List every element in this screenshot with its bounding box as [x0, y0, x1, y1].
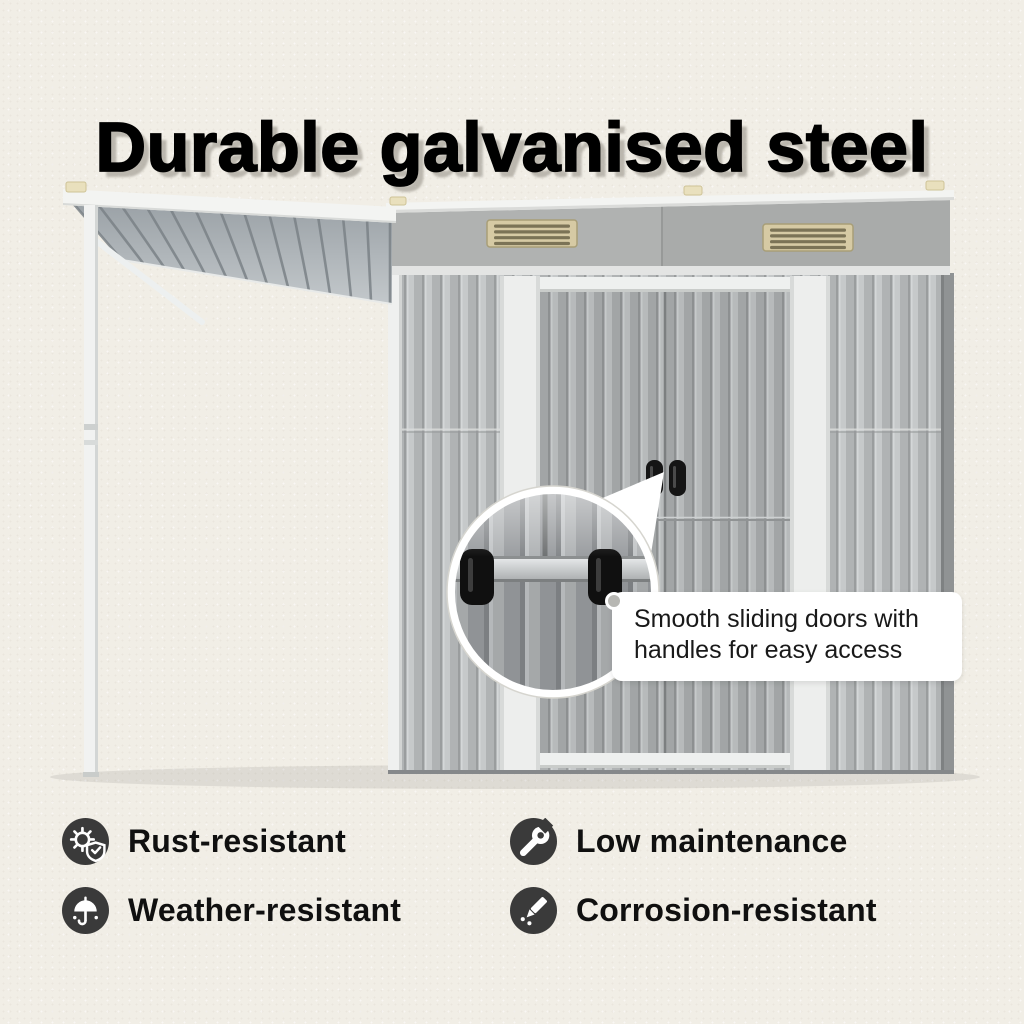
callout-dot-icon — [605, 592, 623, 610]
wrench-icon — [510, 818, 557, 865]
feature-callout: Smooth sliding doors with handles for ea… — [605, 592, 962, 681]
feature-label: Weather-resistant — [128, 892, 402, 928]
canopy-post — [83, 205, 99, 777]
canopy-fascia — [63, 189, 396, 223]
feature-list: Rust-resistant Low maintenance — [62, 818, 877, 934]
callout-text: Smooth sliding doors with handles for ea… — [634, 605, 919, 665]
zoom-handle-left — [460, 549, 494, 605]
roof-cap — [389, 196, 407, 206]
page-title: Durable galvanised steel — [95, 107, 929, 187]
feature-label: Rust-resistant — [128, 823, 346, 859]
roof-cap — [65, 181, 87, 193]
magnifier-pointer — [598, 472, 664, 560]
pen-droplets-icon — [510, 887, 557, 934]
shed-body — [386, 180, 954, 774]
feature-low-maintenance: Low maintenance — [510, 818, 877, 865]
feature-corrosion-resistant: Corrosion-resistant — [510, 887, 877, 934]
umbrella-rain-icon — [62, 887, 109, 934]
vent-grille-right — [762, 223, 854, 252]
shed-header — [386, 180, 954, 275]
feature-label: Corrosion-resistant — [576, 892, 877, 928]
feature-rust-resistant: Rust-resistant — [62, 818, 510, 865]
side-canopy — [63, 181, 396, 777]
feature-weather-resistant: Weather-resistant — [62, 887, 510, 934]
canopy-brace — [92, 237, 205, 325]
roof-cap — [683, 185, 703, 196]
feature-label: Low maintenance — [576, 823, 848, 859]
gear-shield-icon — [62, 818, 109, 865]
roof-cap — [925, 180, 945, 191]
shed-base-edge — [388, 770, 954, 774]
vent-grille-left — [486, 219, 578, 248]
canopy-ribs — [71, 201, 392, 303]
